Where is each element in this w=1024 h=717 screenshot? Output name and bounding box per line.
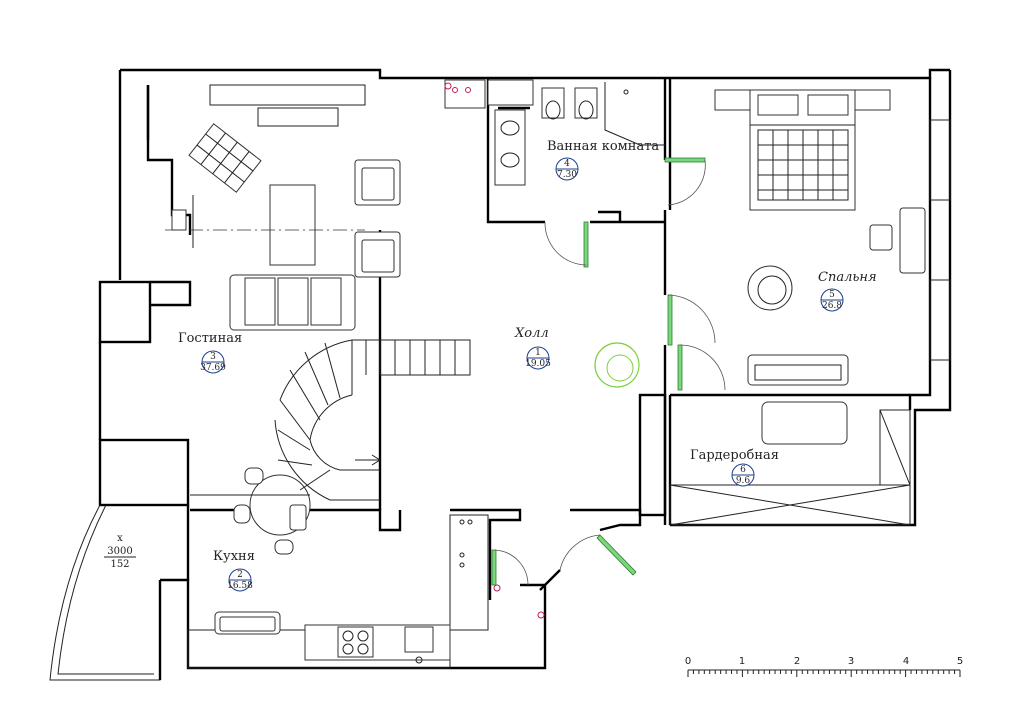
- living-furniture: [165, 123, 456, 555]
- scale-tick-label: 5: [957, 656, 963, 667]
- room-label-hall: Холл 1 19.05: [514, 326, 551, 370]
- room-name: Спальня: [818, 270, 877, 285]
- scale-bar: 0 1 2 3 4 5: [685, 656, 963, 677]
- room-number: 1: [535, 348, 541, 358]
- room-name: Гостиная: [178, 331, 242, 346]
- room-name: Кухня: [213, 549, 255, 564]
- scale-tick-label: 4: [903, 656, 909, 667]
- room-area: 19.05: [525, 359, 551, 369]
- room-label-bathroom: Ванная комната 4 7.30: [547, 139, 659, 181]
- room-name: Гардеробная: [690, 448, 779, 463]
- room-name: Ванная комната: [547, 139, 659, 154]
- bedroom-furniture: [714, 89, 926, 445]
- room-number: 2: [237, 570, 243, 580]
- room-name: Холл: [514, 326, 549, 341]
- room-number: 3: [210, 352, 216, 362]
- room-number: 6: [740, 465, 746, 475]
- room-label-bedroom: Спальня 5 26.8: [818, 270, 877, 312]
- room-area: 26.8: [822, 301, 842, 311]
- room-label-living: Гостиная 3 37.69: [178, 331, 242, 374]
- room-number: 5: [829, 290, 835, 300]
- bay-depth: 152: [110, 559, 129, 570]
- bay-width: 3000: [107, 546, 132, 557]
- hall-armchair-icon: [594, 342, 640, 388]
- scale-tick-label: 1: [739, 656, 745, 667]
- interior-walls: [146, 78, 951, 631]
- room-area: 16.58: [227, 581, 253, 591]
- scale-tick-label: 0: [685, 656, 691, 667]
- tv-panel-icon: [188, 123, 262, 193]
- room-area: 7.30: [557, 170, 577, 180]
- room-number: 4: [564, 159, 570, 169]
- bay-window-note: x 3000 152: [104, 533, 136, 570]
- scale-tick-label: 2: [794, 656, 800, 667]
- room-label-wardrobe: Гардеробная 6 9.6: [690, 448, 779, 487]
- bay-x: x: [117, 533, 123, 544]
- scale-tick-label: 3: [848, 656, 854, 667]
- kitchen-furniture: [187, 519, 473, 669]
- room-area: 37.69: [200, 363, 226, 373]
- doors: [444, 82, 726, 619]
- room-area: 9.6: [736, 476, 751, 486]
- bathroom-furniture: [444, 79, 665, 186]
- room-label-kitchen: Кухня 2 16.58: [213, 549, 255, 592]
